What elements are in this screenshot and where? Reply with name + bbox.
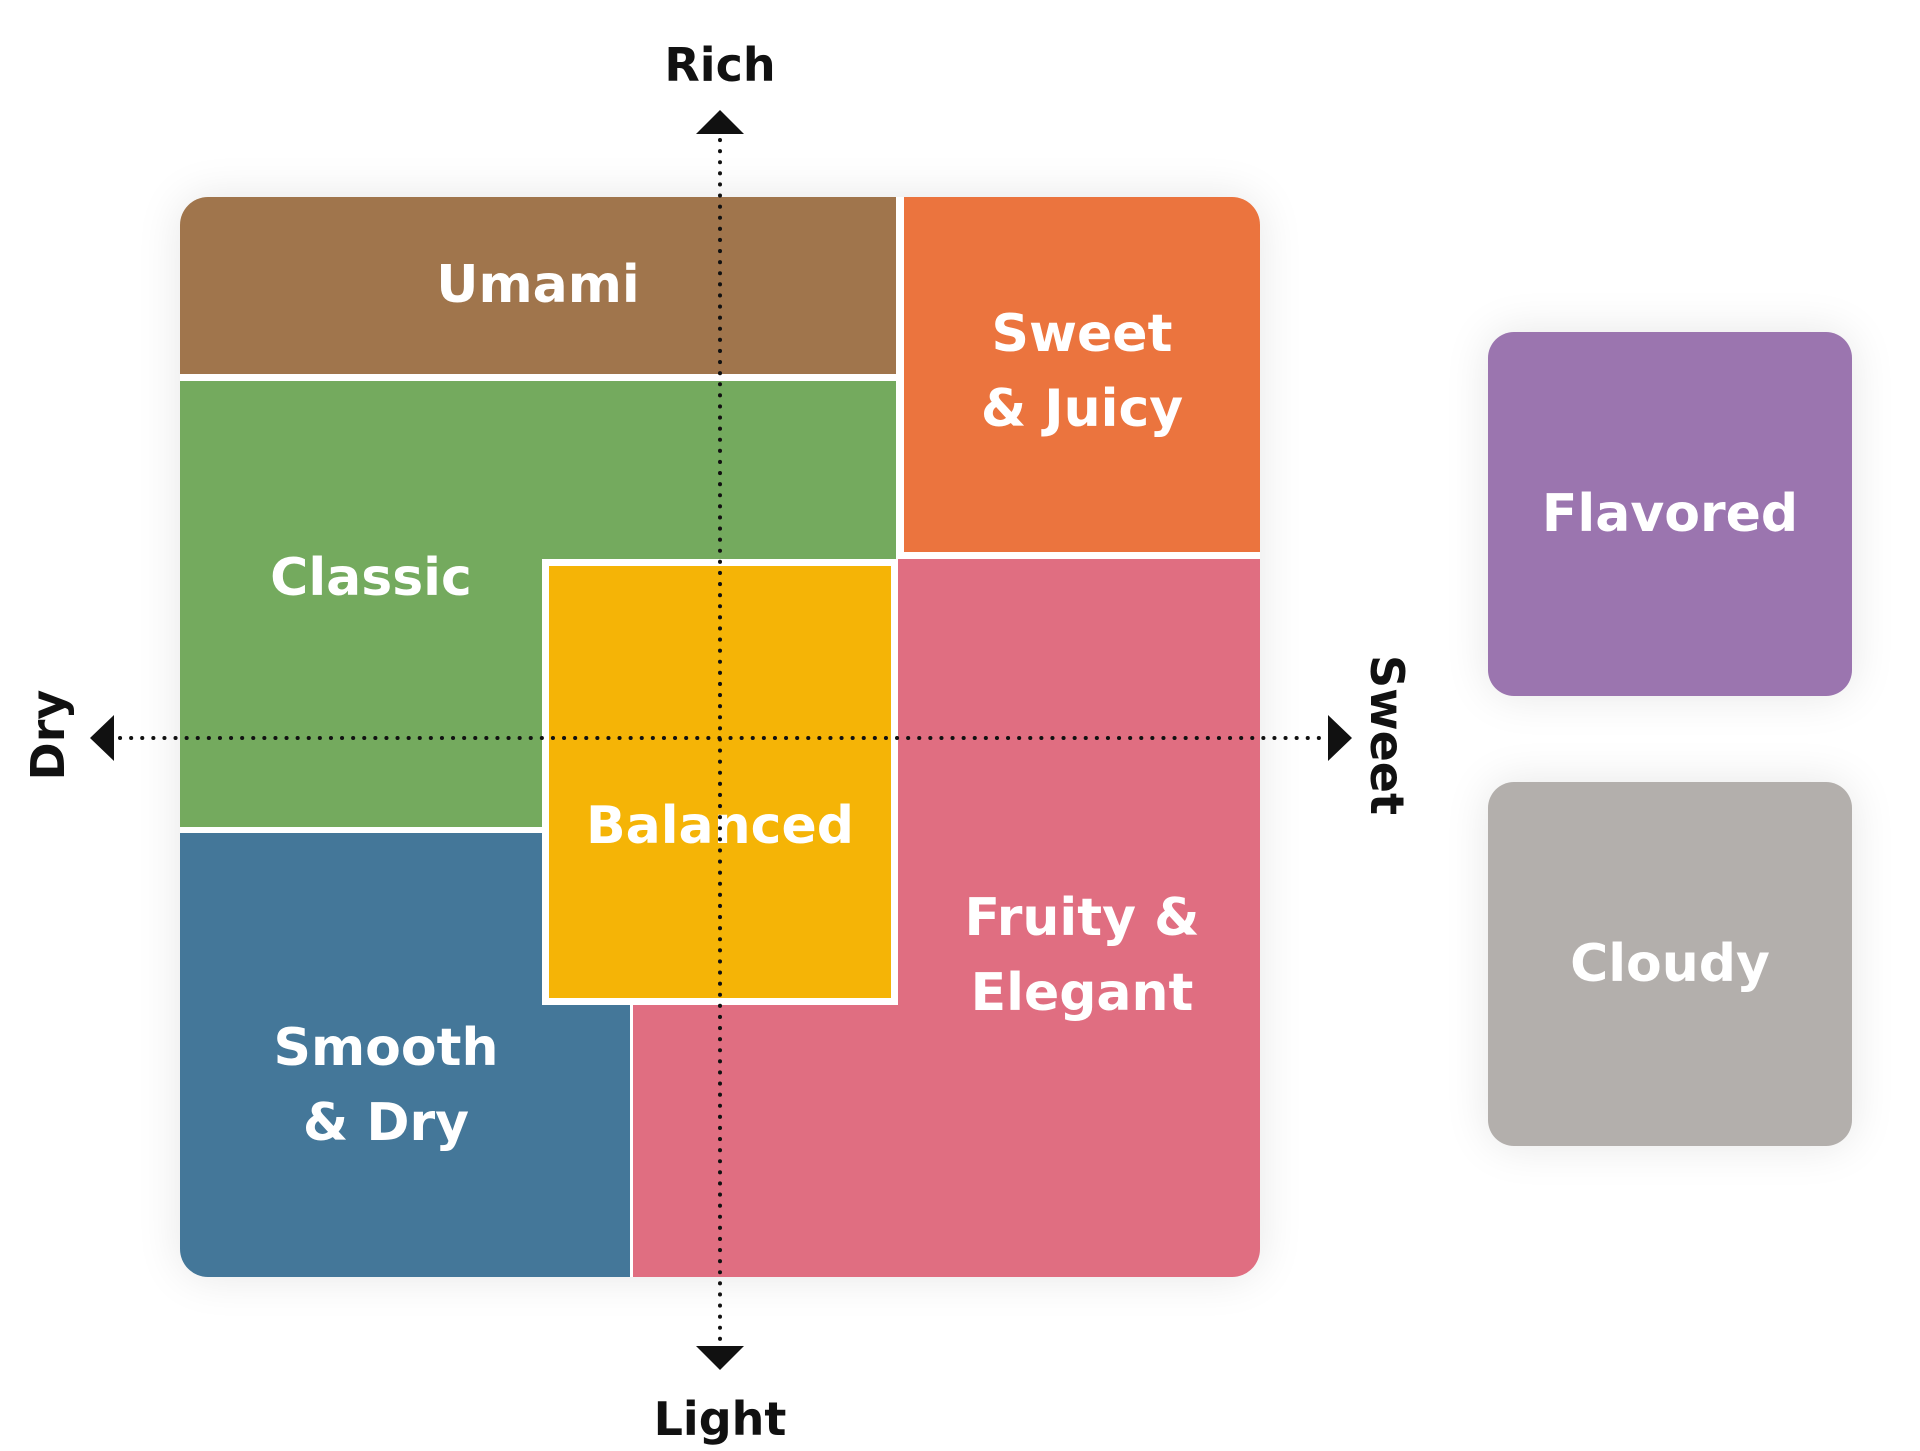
arrow-up-icon [696, 110, 744, 134]
category-sweet-juicy-label-line2: & Juicy [980, 379, 1184, 440]
category-sweet-juicy-label-line1: Sweet [991, 304, 1173, 364]
arrow-right-icon [1328, 715, 1352, 761]
category-cloudy[interactable]: Cloudy [1488, 782, 1852, 1146]
category-smooth-dry-label-line1: Smooth [273, 1018, 499, 1078]
category-smooth-dry[interactable]: Smooth & Dry [180, 833, 630, 1277]
flavor-matrix: Umami Classic Smooth & Dry Sweet & Juicy… [180, 197, 1260, 1277]
category-classic-label: Classic [270, 548, 472, 608]
category-umami-label: Umami [436, 254, 640, 315]
category-smooth-dry-label-line2: & Dry [302, 1093, 470, 1154]
category-smooth-dry-text: Smooth & Dry [180, 1011, 592, 1162]
category-fruity-elegant-label-line2: Elegant [970, 963, 1194, 1024]
arrow-down-icon [696, 1346, 744, 1370]
axis-label-light: Light [653, 1392, 787, 1446]
category-cloudy-label: Cloudy [1570, 934, 1770, 994]
category-fruity-elegant-text: Fruity & Elegant [904, 881, 1260, 1032]
category-fruity-elegant-label-line1: Fruity & [964, 888, 1200, 948]
category-flavored[interactable]: Flavored [1488, 332, 1852, 696]
category-classic-text: Classic [180, 541, 562, 616]
axis-label-dry: Dry [21, 689, 75, 781]
category-sweet-juicy[interactable]: Sweet & Juicy [904, 197, 1260, 552]
category-sweet-juicy-text: Sweet & Juicy [904, 297, 1260, 448]
category-flavored-label: Flavored [1541, 484, 1799, 544]
arrow-left-icon [90, 715, 114, 761]
axis-label-sweet: Sweet [1360, 654, 1414, 815]
axis-label-rich: Rich [664, 38, 776, 92]
category-umami[interactable]: Umami [180, 197, 896, 374]
